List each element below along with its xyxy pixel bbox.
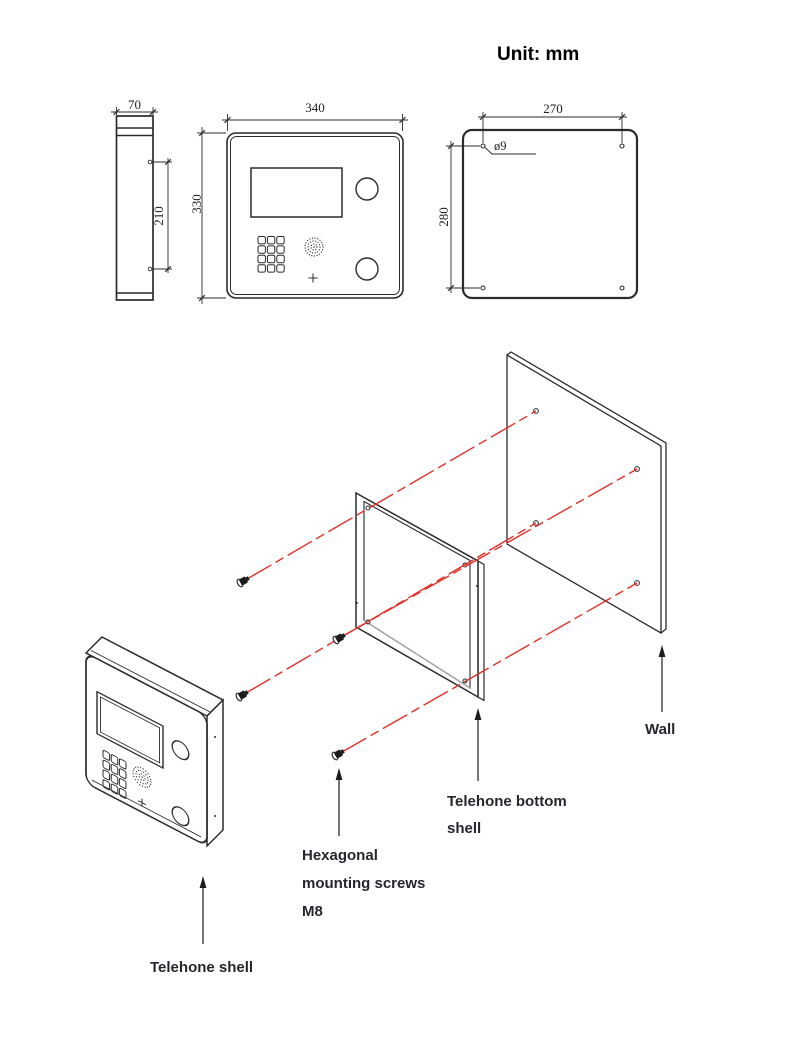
screw-4 [331,749,345,761]
arrow-telephone-shell [199,876,207,944]
speaker-grille-3d [132,766,152,788]
keypad-3d [102,749,127,799]
side-view-drawing [111,107,172,301]
dim-side-hole-spacing: 210 [151,205,166,226]
unit-label: Unit: mm [497,44,580,65]
cross-mark [308,273,318,283]
mounting-screws [235,576,346,761]
frame-hole [365,619,371,625]
button-bottom-3d [171,806,190,827]
wall-hole [634,466,640,472]
mount-hole [480,143,486,149]
screw-center-lines [245,410,638,753]
label-wall: Wall [645,721,676,738]
dim-plate-hole-spacing-v: 280 [436,207,451,227]
screw-2 [332,633,346,645]
telephone-shell-3d [84,636,225,848]
callout-arrows [199,645,666,944]
label-bottom-shell-line1: Telehone bottom [447,793,567,810]
dim-side-width: 70 [128,97,141,112]
wall-3d [506,351,667,635]
mount-hole [619,143,625,149]
front-view-drawing [197,114,408,304]
keypad [257,236,285,273]
display-window [250,167,343,218]
mount-hole [480,285,486,291]
button-top [355,177,379,201]
hole-diameter-leader [484,147,536,155]
label-screws-line3: M8 [302,903,323,920]
dim-plate-hole-spacing-h: 270 [543,101,563,116]
mount-hole [619,285,625,291]
display-window-3d [96,690,164,770]
bottom-shell-3d [355,491,485,702]
dim-front-height: 330 [189,194,204,214]
back-plate-drawing [446,112,639,300]
label-bottom-shell-line2: shell [447,820,482,837]
arrow-screws [335,768,343,836]
label-screws-line1: Hexagonal [302,847,378,864]
arrow-bottom-shell [474,708,482,781]
screw-3 [235,690,249,702]
arrow-wall [658,645,666,712]
wall-hole [634,580,640,586]
button-bottom [355,257,379,281]
wall-hole [533,520,539,526]
wall-hole [533,408,539,414]
dim-plate-hole-diameter: ø9 [494,139,507,153]
cross-mark-3d [138,798,146,807]
dim-front-width: 340 [305,100,325,115]
screw-1 [236,576,250,588]
speaker-grille [304,237,324,257]
label-telephone-shell: Telehone shell [150,959,254,976]
button-top-3d [171,740,190,761]
label-screws-line2: mounting screws [302,875,426,892]
